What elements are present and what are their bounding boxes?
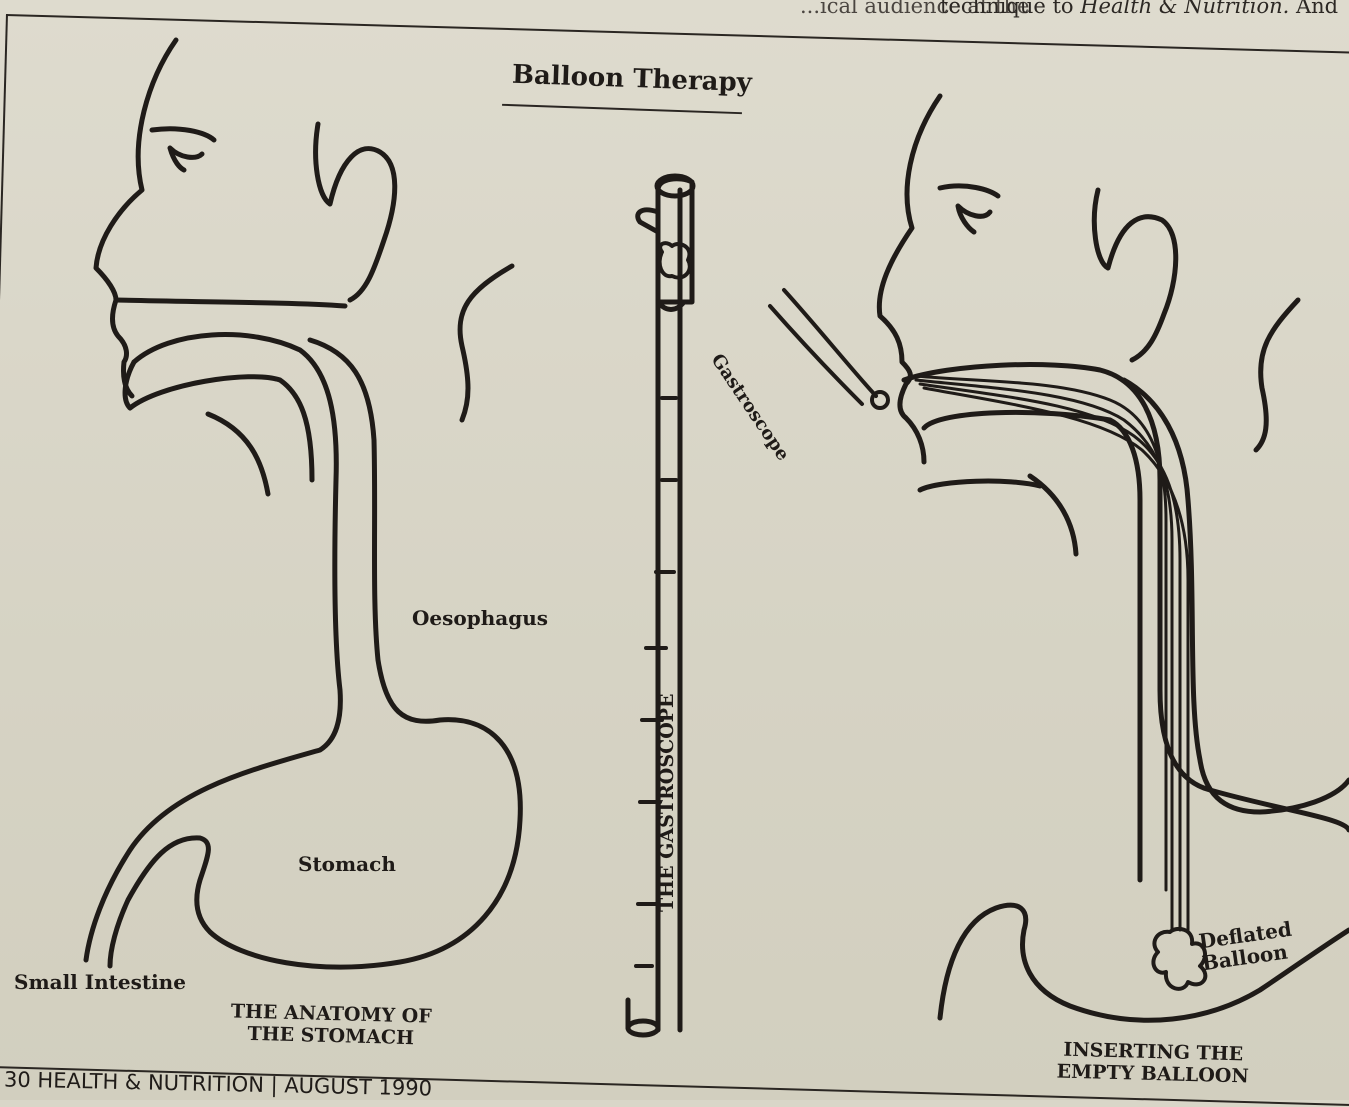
left-tongue — [208, 414, 268, 494]
small-gastroscope — [770, 290, 888, 408]
label-small-intestine: Small Intestine — [14, 970, 186, 994]
label-oesophagus: Oesophagus — [412, 606, 548, 630]
left-head-profile — [96, 40, 345, 396]
right-neck-line — [1256, 300, 1298, 450]
right-head-profile — [879, 96, 940, 462]
label-stomach: Stomach — [298, 852, 396, 876]
right-eye — [940, 186, 998, 232]
label-the-gastroscope: THE GASTROSCOPE — [656, 693, 678, 912]
left-neck-line — [460, 266, 512, 420]
caption-anatomy: THE ANATOMY OF THE STOMACH — [219, 1001, 442, 1050]
right-ear — [1094, 190, 1175, 360]
balloon-tube — [916, 376, 1188, 930]
caption-inserting: INSERTING THE EMPTY BALLOON — [1039, 1039, 1266, 1089]
left-eye — [152, 129, 214, 170]
left-ear — [316, 124, 395, 300]
